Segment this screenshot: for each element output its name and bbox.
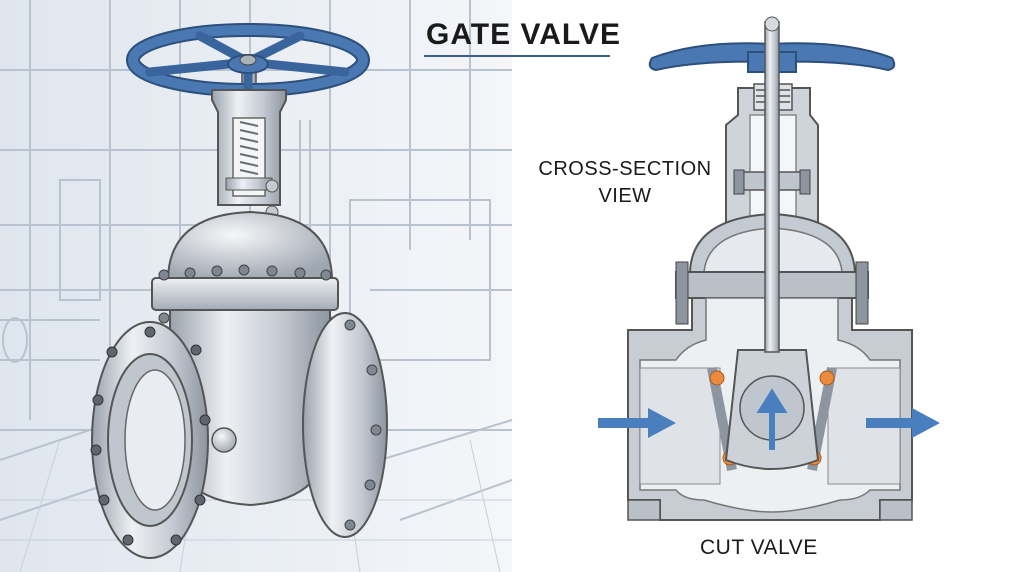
outlet-flange	[302, 312, 388, 538]
inlet-flange	[90, 321, 211, 559]
gate-valve-cross-section	[598, 16, 940, 521]
cross-section-label: CROSS-SECTION VIEW	[520, 156, 730, 210]
cross-section-label-line-1: CROSS-SECTION	[538, 158, 712, 180]
gate-motion-arrow	[756, 388, 788, 450]
body-boss-left	[211, 427, 237, 453]
flow-arrow-outlet	[866, 408, 940, 438]
cut-valve-label: CUT VALVE	[700, 536, 818, 559]
title-underline	[424, 55, 610, 57]
cutaway-stem	[764, 21, 780, 353]
flow-arrow-inlet	[598, 408, 676, 438]
bonnet-dome	[166, 210, 334, 279]
cross-section-label-line-2: VIEW	[598, 185, 652, 207]
diagram-title: GATE VALVE	[426, 18, 622, 51]
gate-valve-3d	[90, 23, 388, 559]
yoke	[211, 89, 287, 219]
